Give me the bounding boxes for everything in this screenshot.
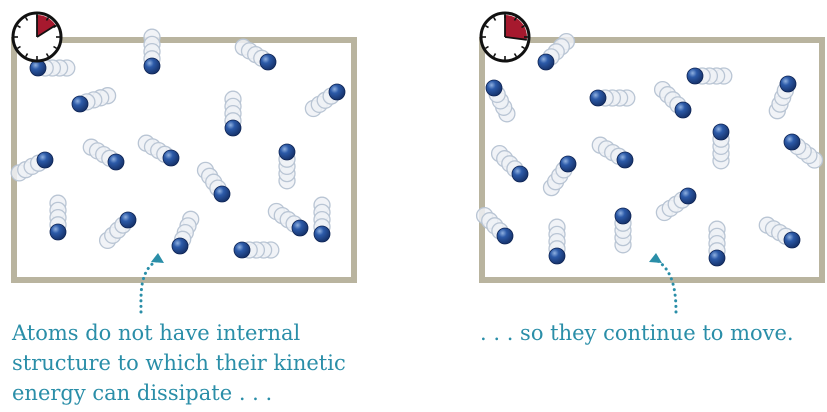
atom-body bbox=[144, 58, 160, 74]
atom-body bbox=[590, 90, 606, 106]
atom-body bbox=[214, 186, 230, 202]
atom-body bbox=[675, 102, 691, 118]
atom-icon bbox=[709, 221, 725, 266]
caption-before: Atoms do not have internal structure to … bbox=[12, 318, 432, 408]
atom-body bbox=[72, 96, 88, 112]
atom-body bbox=[279, 144, 295, 160]
atom-body bbox=[780, 76, 796, 92]
atom-icon bbox=[615, 208, 631, 253]
panel-after bbox=[477, 13, 823, 312]
atom-body bbox=[37, 152, 53, 168]
atom-body bbox=[617, 152, 633, 168]
atom-body bbox=[486, 80, 502, 96]
atom-icon bbox=[225, 91, 241, 136]
atom-body bbox=[292, 220, 308, 236]
atom-body bbox=[120, 212, 136, 228]
atom-body bbox=[329, 84, 345, 100]
atom-icon bbox=[279, 144, 295, 189]
atom-body bbox=[784, 134, 800, 150]
atom-body bbox=[713, 124, 729, 140]
atom-body bbox=[163, 150, 179, 166]
atom-body bbox=[50, 224, 66, 240]
atom-icon bbox=[549, 219, 565, 264]
atom-body bbox=[172, 238, 188, 254]
caption-after: . . . so they continue to move. bbox=[480, 318, 820, 348]
container-box bbox=[482, 40, 822, 280]
atom-body bbox=[512, 166, 528, 182]
atom-body bbox=[260, 54, 276, 70]
clock-icon bbox=[481, 13, 529, 61]
atom-icon bbox=[50, 195, 66, 240]
panel-before bbox=[11, 13, 354, 312]
atom-icon bbox=[234, 242, 279, 258]
atom-body bbox=[615, 208, 631, 224]
atom-body bbox=[108, 154, 124, 170]
atom-icon bbox=[314, 197, 330, 242]
atom-body bbox=[560, 156, 576, 172]
atom-body bbox=[314, 226, 330, 242]
atom-body bbox=[497, 228, 513, 244]
clock-icon bbox=[13, 13, 61, 61]
atom-body bbox=[234, 242, 250, 258]
atom-icon bbox=[144, 29, 160, 74]
atom-body bbox=[709, 250, 725, 266]
atom-icon bbox=[590, 90, 635, 106]
atom-body bbox=[538, 54, 554, 70]
atom-body bbox=[549, 248, 565, 264]
atom-body bbox=[687, 68, 703, 84]
atom-icon bbox=[713, 124, 729, 169]
atom-icon bbox=[687, 68, 732, 84]
atom-body bbox=[225, 120, 241, 136]
atom-body bbox=[680, 188, 696, 204]
atom-body bbox=[784, 232, 800, 248]
